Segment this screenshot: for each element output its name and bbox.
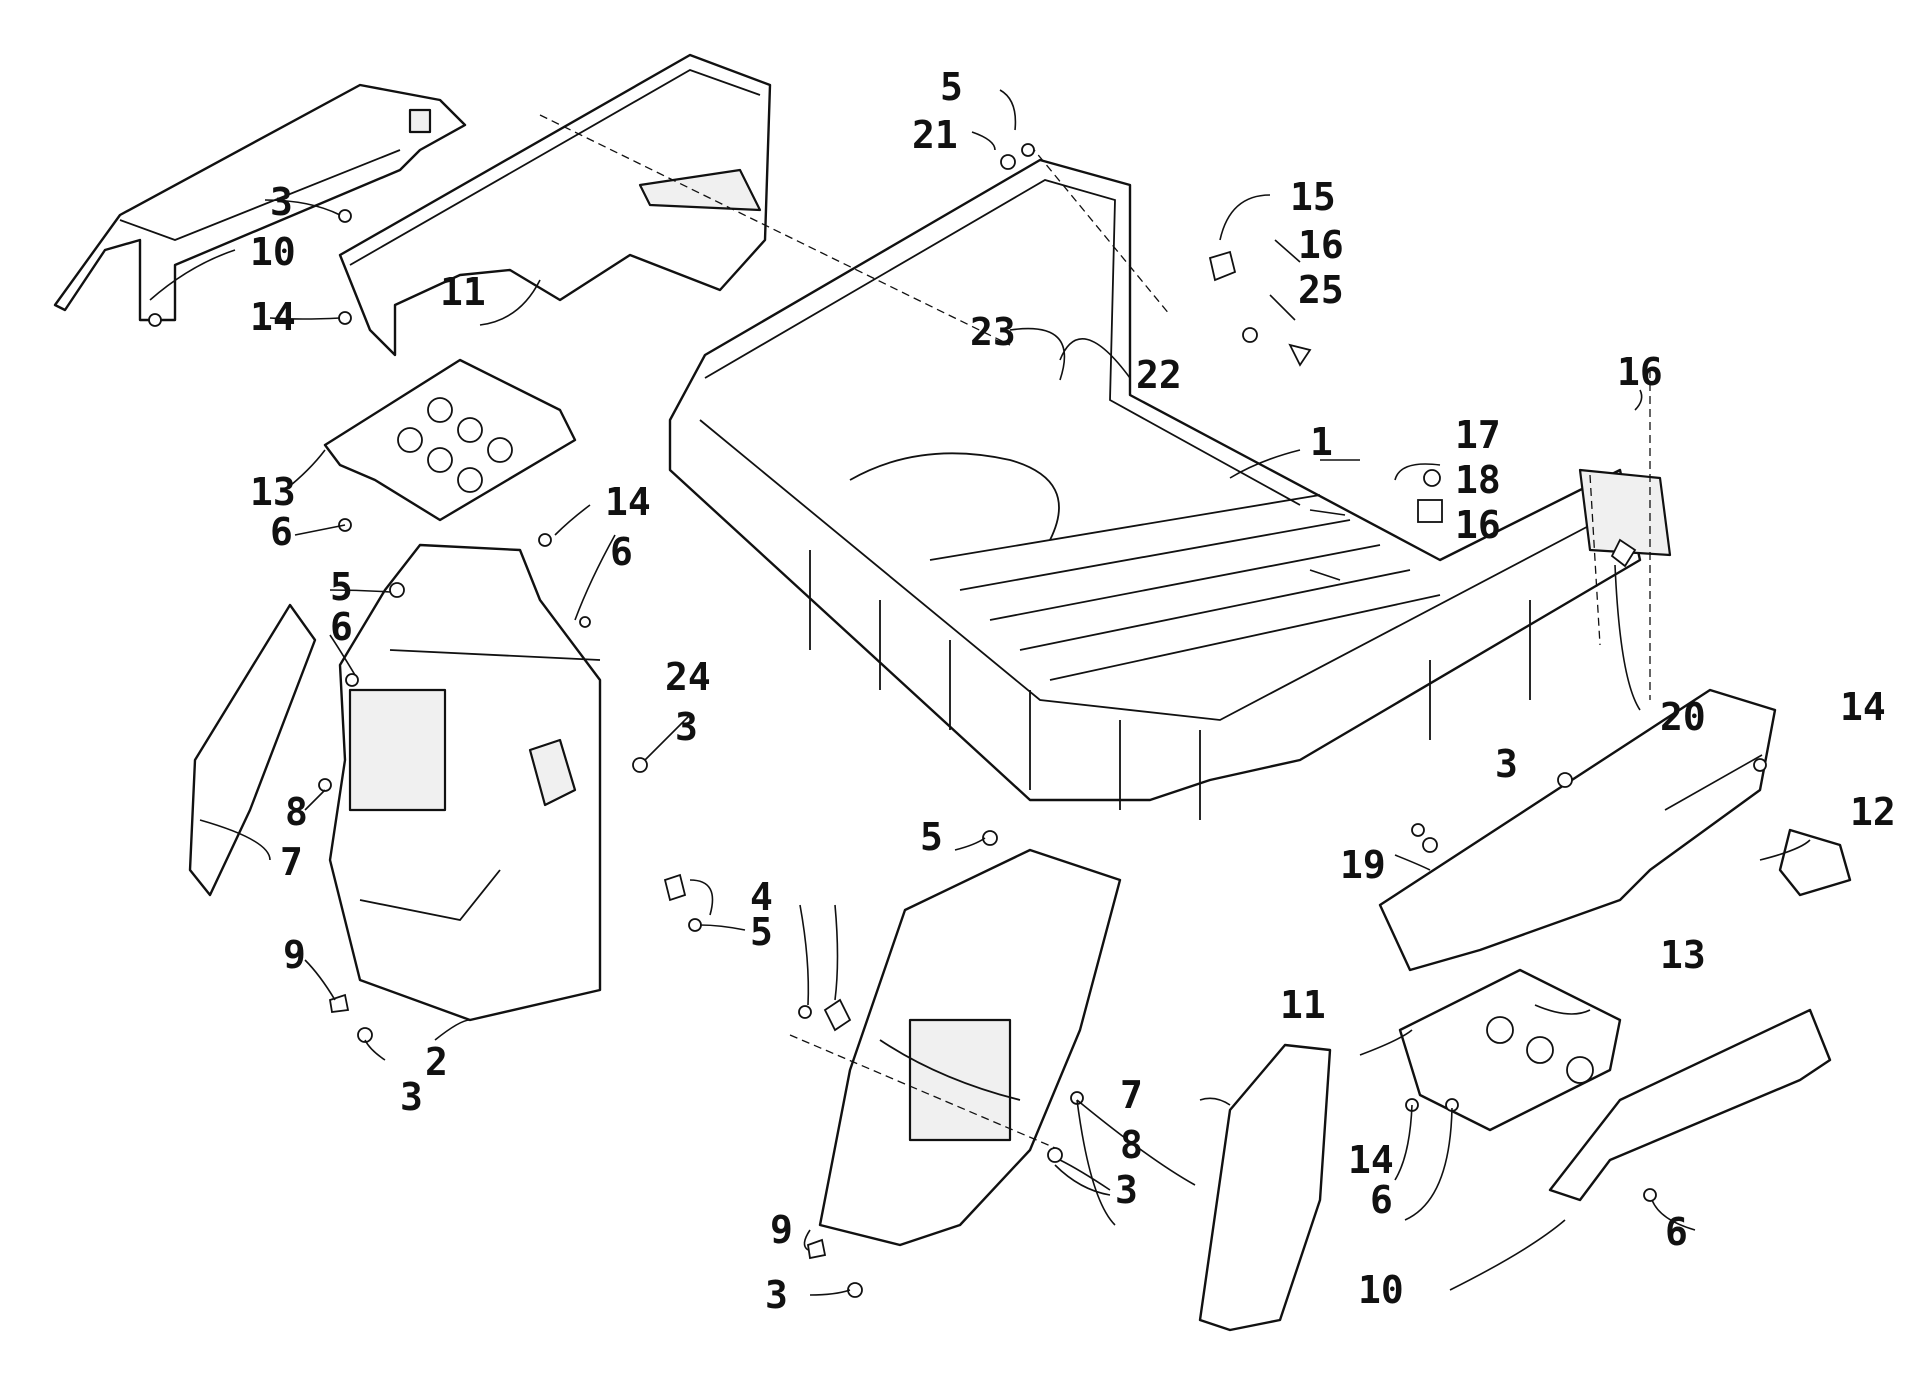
callout-9: 9 [770,1208,793,1252]
nut-icon [1411,823,1425,837]
callout-6: 6 [330,605,353,649]
nut-icon [1422,837,1438,853]
callout-3: 3 [1115,1168,1138,1212]
nut-icon [389,582,405,598]
washer-icon [357,1027,373,1043]
callout-16: 16 [1298,223,1344,267]
right-fender-cap [1548,1008,1832,1202]
right-rear-fender [818,848,1122,1247]
washer-icon [1047,1147,1063,1163]
clip-icon [663,873,687,902]
callout-13: 13 [250,470,296,514]
washer-icon [1242,327,1258,343]
callout-6: 6 [1370,1178,1393,1222]
callout-labels: 1 2 3 3 3 3 3 3 4 5 5 5 5 6 6 6 6 6 7 7 … [250,65,1896,1317]
washer-icon [798,1005,812,1019]
leader-lines [149,89,1811,1296]
callout-14: 14 [1348,1138,1394,1182]
clip-icon [823,998,852,1032]
nut-icon [579,616,591,628]
right-splash-panel [1378,688,1777,972]
callout-3: 3 [270,180,293,224]
assembly-line [789,1034,1061,1151]
callout-11: 11 [440,270,486,314]
bracket-12 [1778,828,1852,897]
nut-icon [338,209,352,223]
nut-icon [345,673,359,687]
callout-17: 17 [1455,413,1501,457]
nut-icon [538,533,552,547]
latch-icon [1208,250,1237,282]
callout-14: 14 [250,295,296,339]
callout-12: 12 [1850,790,1896,834]
assembly-line [1589,474,1601,646]
washer-icon [1423,469,1441,487]
callout-8: 8 [285,790,308,834]
callout-21: 21 [912,113,958,157]
callout-15: 15 [1290,175,1336,219]
washer-icon [632,757,648,773]
callout-5: 5 [750,910,773,954]
cargo-box [668,158,1672,820]
callout-7: 7 [1120,1073,1143,1117]
callout-3: 3 [400,1075,423,1119]
callout-5: 5 [940,65,963,109]
left-skid-plate [323,358,577,522]
callout-18: 18 [1455,458,1501,502]
callout-10: 10 [250,230,296,274]
nut-icon [1000,154,1016,170]
washer-icon [847,1282,863,1298]
callout-20: 20 [1660,695,1706,739]
callout-24: 24 [665,655,711,699]
hook-icon [1610,538,1637,568]
callout-9: 9 [283,933,306,977]
left-fender-cap [53,83,467,322]
bolt-icon [1288,343,1312,367]
right-skid-plate [1398,968,1622,1132]
nut-icon [148,313,162,327]
right-mudflap [1198,1043,1332,1332]
nut-icon [688,918,702,932]
callout-4: 4 [750,875,773,919]
assembly-line [1029,144,1171,316]
callout-6: 6 [610,530,633,574]
callout-14: 14 [1840,685,1886,729]
callout-19: 19 [1340,843,1386,887]
left-splash-panel [338,53,772,357]
nut-icon [1021,143,1035,157]
callout-6: 6 [270,510,293,554]
nut-icon [1753,758,1767,772]
left-rear-fender [328,543,602,1022]
callout-1: 1 [1310,420,1333,464]
washer-icon [1557,772,1573,788]
plate-icon [1417,499,1443,523]
callout-25: 25 [1298,268,1344,312]
clip-icon [806,1238,827,1260]
callout-16: 16 [1455,503,1501,547]
callout-11: 11 [1280,983,1326,1027]
callout-8: 8 [1120,1123,1143,1167]
callout-7: 7 [280,840,303,884]
callout-16: 16 [1617,350,1663,394]
bolt-icon [318,778,332,792]
left-mudflap [188,603,317,897]
callout-3: 3 [765,1273,788,1317]
nut-icon [338,311,352,325]
callout-3: 3 [1495,742,1518,786]
assembly-line [539,114,1011,346]
callout-22: 22 [1136,353,1182,397]
callout-23: 23 [970,310,1016,354]
callout-5: 5 [330,565,353,609]
callout-5: 5 [920,815,943,859]
callout-3: 3 [675,705,698,749]
nut-icon [1643,1188,1657,1202]
callout-10: 10 [1358,1268,1404,1312]
callout-14: 14 [605,480,651,524]
nut-icon [982,830,998,846]
callout-2: 2 [425,1040,448,1084]
callout-6: 6 [1665,1210,1688,1254]
callout-13: 13 [1660,933,1706,977]
